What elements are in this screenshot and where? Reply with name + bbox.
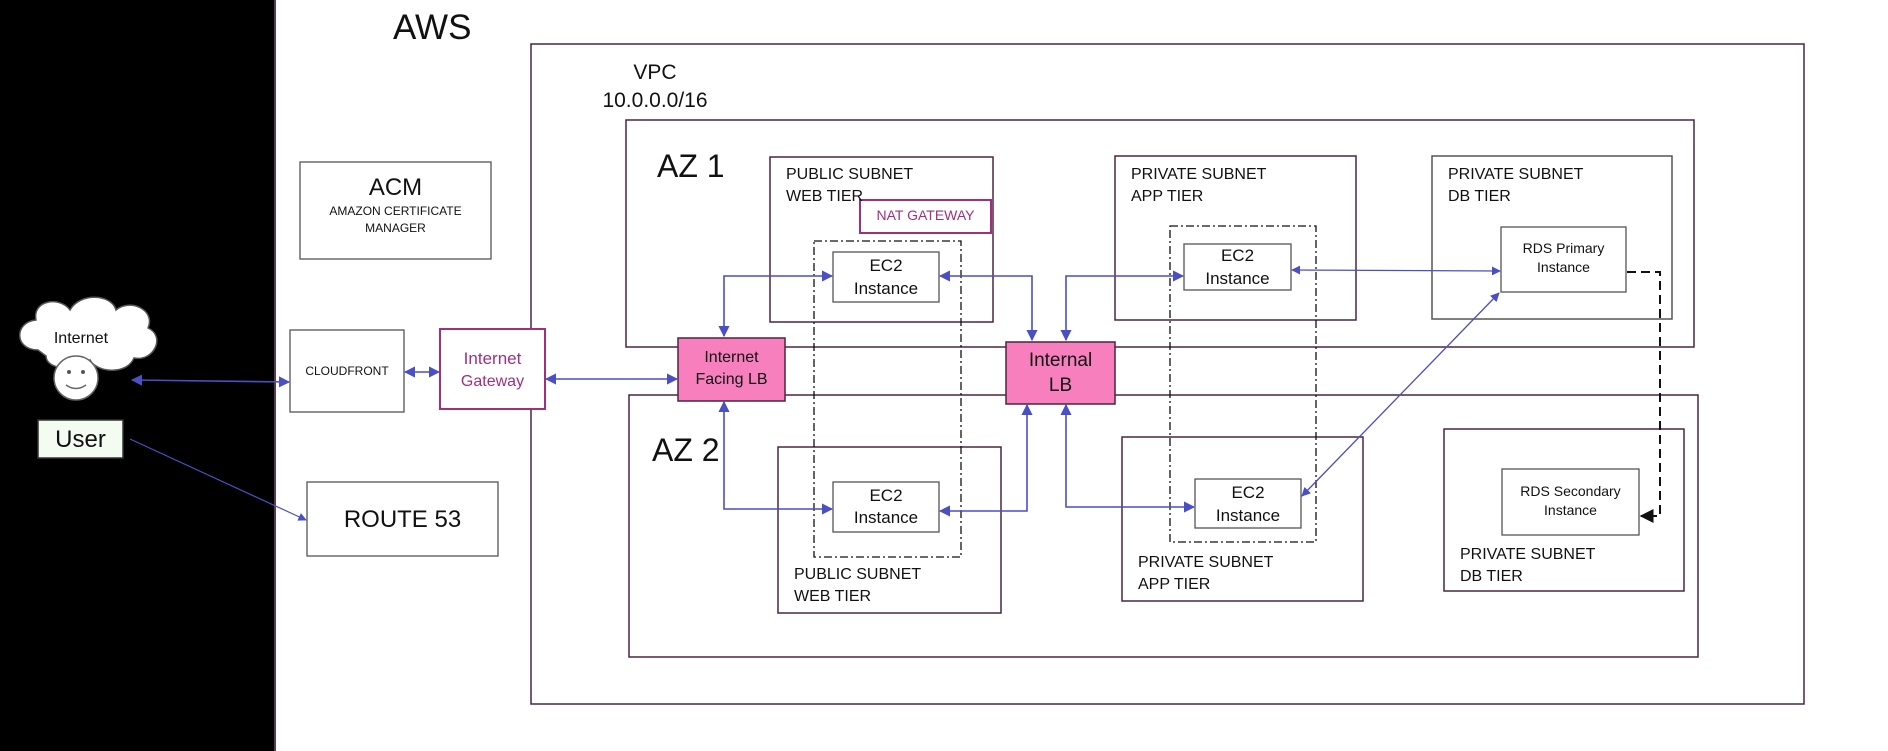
internal-lb-line2: LB (1048, 375, 1073, 396)
link-user-route53 (129, 438, 307, 521)
link-ilb-ec2-app1 (1060, 270, 1185, 342)
az1-container (625, 119, 1695, 348)
internal-lb-line1: Internal (1028, 350, 1093, 371)
link-ec2-web2-ilb (938, 403, 1033, 517)
private-db-az1-line2: DB TIER (1448, 188, 1511, 205)
private-db-az2-line1: PRIVATE SUBNET (1460, 546, 1596, 563)
private-app-az1-line1: PRIVATE SUBNET (1131, 166, 1267, 183)
rds-primary-line1: RDS Primary (1522, 240, 1605, 256)
az2-label: AZ 2 (652, 432, 720, 468)
link-lb-ec2-web1 (718, 270, 834, 338)
user-label-box (37, 419, 124, 459)
private-app-az2-line2: APP TIER (1138, 576, 1211, 593)
link-ilb-ec2-app2 (1060, 403, 1196, 513)
vpc-cidr: 10.0.0.0/16 (602, 89, 708, 112)
link-app1-rds (1291, 265, 1501, 276)
internet-label: Internet (53, 330, 109, 347)
cloudfront-box (289, 329, 405, 413)
internet-facing-lb-line2: Facing LB (695, 371, 768, 388)
ec2-web-az2-line2: Instance (853, 508, 919, 527)
ec2-web-az1-line1: EC2 (869, 256, 903, 275)
cloudfront-label: CLOUDFRONT (305, 364, 389, 378)
az1-label: AZ 1 (657, 148, 725, 184)
ec2-web-az2-line1: EC2 (869, 486, 903, 505)
web-tier-group (813, 240, 962, 558)
private-db-az2-line2: DB TIER (1460, 568, 1523, 585)
route53-box (306, 481, 499, 557)
link-user-cloudfront (130, 374, 291, 388)
public-subnet-az1-line2: WEB TIER (786, 188, 864, 205)
igw-line2: Gateway (460, 373, 525, 390)
link-ec2-web1-ilb (938, 270, 1038, 342)
ec2-app-az1 (1183, 243, 1292, 291)
acm-subtitle-1: AMAZON CERTIFICATE (329, 204, 462, 218)
ec2-app-az1-line2: Instance (1205, 269, 1270, 288)
acm-box (299, 161, 492, 260)
link-app2-rds (1301, 292, 1500, 497)
igw-line1: Internet (463, 349, 522, 368)
internet-facing-lb-line1: Internet (704, 349, 759, 366)
az2-container (628, 394, 1699, 658)
internet-facing-lb-box (677, 337, 786, 402)
internet-gateway-box (439, 328, 546, 410)
private-db-az1-line1: PRIVATE SUBNET (1448, 166, 1584, 183)
ec2-web-az1-line2: Instance (853, 279, 919, 298)
internal-lb-box (1005, 341, 1116, 405)
public-subnet-az2-line2: WEB TIER (794, 588, 872, 605)
acm-subtitle-2: MANAGER (365, 221, 426, 235)
nat-gateway-label: NAT GATEWAY (876, 207, 975, 223)
rds-primary-box (1500, 226, 1627, 293)
rds-primary-line2: Instance (1537, 259, 1590, 275)
ec2-web-az1 (832, 251, 940, 303)
link-lb-ec2-web2 (718, 400, 834, 515)
private-app-az2-line1: PRIVATE SUBNET (1138, 554, 1274, 571)
route53-label: ROUTE 53 (343, 506, 462, 533)
vpc-title: VPC (633, 61, 677, 84)
aws-title: AWS (393, 8, 472, 47)
acm-title: ACM (368, 174, 423, 201)
rds-secondary-box (1501, 468, 1640, 536)
private-app-az1-line2: APP TIER (1131, 188, 1204, 205)
ec2-app-az1-line1: EC2 (1220, 246, 1255, 265)
ec2-app-az2-line2: Instance (1215, 506, 1281, 525)
rds-secondary-line2: Instance (1544, 502, 1597, 518)
public-subnet-az1-line1: PUBLIC SUBNET (786, 166, 914, 183)
user-label: User (55, 426, 106, 453)
public-subnet-az2-line1: PUBLIC SUBNET (794, 566, 922, 583)
nat-gateway-box (859, 199, 992, 234)
ec2-app-az2-line1: EC2 (1231, 483, 1265, 502)
rds-secondary-line1: RDS Secondary (1520, 483, 1621, 499)
link-rds-replication (1627, 271, 1661, 523)
user-face (53, 355, 99, 401)
